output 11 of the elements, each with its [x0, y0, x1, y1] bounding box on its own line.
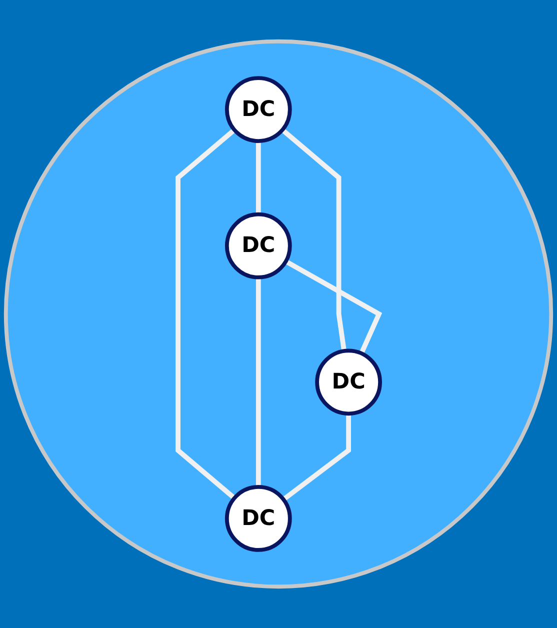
- cluster: [4, 39, 554, 589]
- connector: [280, 128, 347, 352]
- node-circle: DC: [224, 485, 292, 552]
- node-circle: DC: [224, 212, 292, 280]
- connector: [176, 128, 236, 500]
- connector: [256, 141, 261, 214]
- connector: [284, 259, 382, 354]
- node-circle: DC: [315, 348, 382, 416]
- node-circle: DC: [224, 76, 292, 143]
- connector: [282, 414, 351, 502]
- connector: [256, 277, 261, 487]
